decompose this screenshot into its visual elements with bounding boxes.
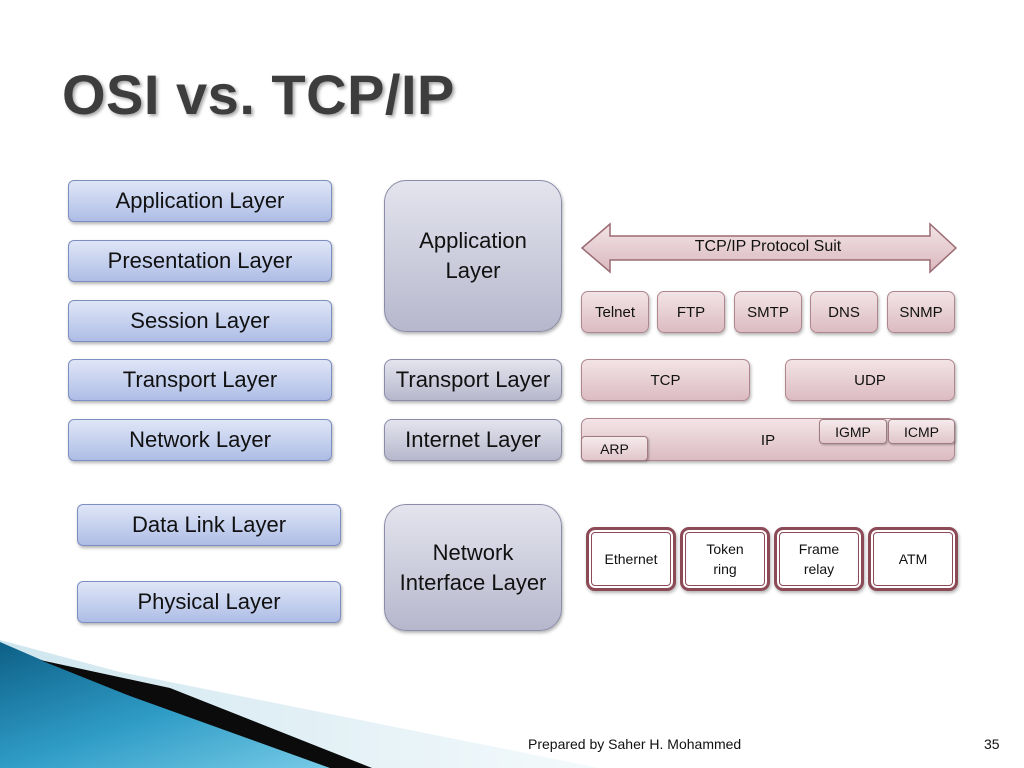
double-arrow-icon bbox=[580, 222, 958, 274]
protocol-icmp: ICMP bbox=[888, 419, 955, 444]
tech-token-ring-line2: ring bbox=[713, 561, 737, 577]
osi-application-layer: Application Layer bbox=[68, 180, 332, 222]
protocol-udp: UDP bbox=[785, 359, 955, 401]
tech-frame-relay: Frame relay bbox=[774, 527, 864, 591]
protocol-telnet: Telnet bbox=[581, 291, 649, 333]
protocol-smtp: SMTP bbox=[734, 291, 802, 333]
slide-title: OSI vs. TCP/IP bbox=[62, 63, 455, 126]
protocol-dns: DNS bbox=[810, 291, 878, 333]
decorative-swoosh bbox=[0, 640, 600, 768]
tcpip-application-layer-line2: Layer bbox=[445, 258, 501, 283]
protocol-tcp: TCP bbox=[581, 359, 750, 401]
tech-token-ring-line1: Token bbox=[706, 541, 744, 557]
tcpip-network-interface-line2: Interface Layer bbox=[399, 569, 547, 595]
tech-ethernet: Ethernet bbox=[586, 527, 676, 591]
osi-physical-layer: Physical Layer bbox=[77, 581, 341, 623]
osi-session-layer: Session Layer bbox=[68, 300, 332, 342]
tech-frame-relay-line2: relay bbox=[803, 561, 835, 577]
protocol-ftp: FTP bbox=[657, 291, 725, 333]
tcpip-transport-layer: Transport Layer bbox=[384, 359, 562, 401]
footer-author: Prepared by Saher H. Mohammed bbox=[528, 736, 742, 752]
page-number: 35 bbox=[984, 736, 1000, 752]
tcpip-application-layer-line1: Application bbox=[419, 228, 527, 253]
osi-presentation-layer: Presentation Layer bbox=[68, 240, 332, 282]
tcpip-network-interface-layer: Network Interface Layer bbox=[384, 504, 562, 631]
tech-atm: ATM bbox=[868, 527, 958, 591]
protocol-suite-label: TCP/IP Protocol Suit bbox=[694, 238, 842, 255]
tech-token-ring: Token ring bbox=[680, 527, 770, 591]
protocol-arp: ARP bbox=[581, 436, 648, 461]
tech-atm-label: ATM bbox=[898, 551, 928, 567]
tcpip-application-layer: Application Layer bbox=[384, 180, 562, 332]
tech-ethernet-label: Ethernet bbox=[604, 551, 658, 567]
osi-network-layer: Network Layer bbox=[68, 419, 332, 461]
osi-data-link-layer: Data Link Layer bbox=[77, 504, 341, 546]
osi-transport-layer: Transport Layer bbox=[68, 359, 332, 401]
protocol-snmp: SNMP bbox=[887, 291, 955, 333]
protocol-igmp: IGMP bbox=[819, 419, 887, 444]
tcpip-internet-layer: Internet Layer bbox=[384, 419, 562, 461]
tcpip-network-interface-line1: Network bbox=[432, 539, 514, 565]
tech-frame-relay-line1: Frame bbox=[798, 541, 840, 557]
